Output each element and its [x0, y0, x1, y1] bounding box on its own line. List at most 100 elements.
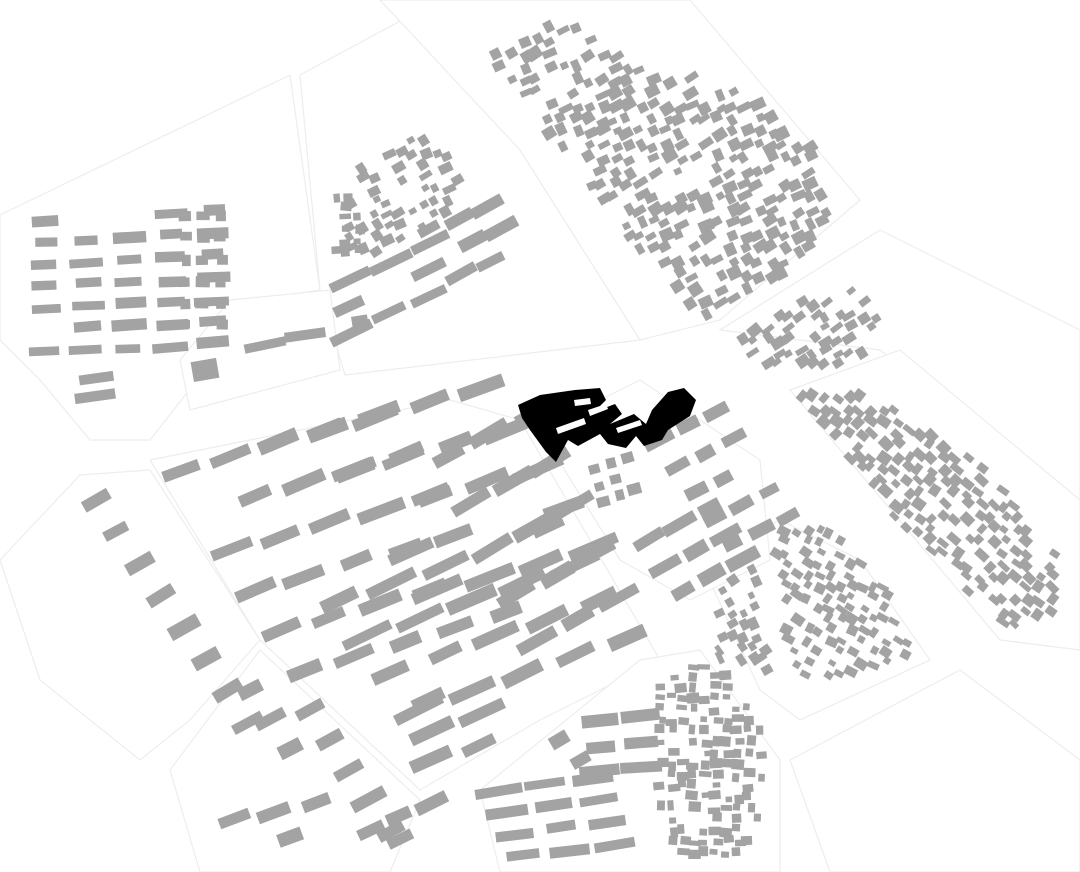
building: [843, 318, 859, 332]
building: [676, 154, 689, 166]
building: [731, 847, 741, 857]
building: [645, 112, 658, 125]
building: [410, 256, 447, 283]
building: [760, 355, 777, 371]
building: [569, 750, 592, 770]
building: [1046, 592, 1060, 606]
building: [733, 748, 742, 758]
building: [778, 231, 790, 242]
building: [696, 497, 723, 519]
building: [31, 303, 61, 315]
building: [286, 657, 324, 684]
building: [580, 48, 596, 64]
building: [623, 735, 659, 750]
building: [456, 228, 488, 254]
building: [747, 334, 758, 345]
building: [688, 724, 696, 735]
building: [438, 204, 453, 219]
building: [880, 588, 894, 602]
building: [506, 848, 540, 862]
building: [764, 225, 782, 241]
building: [556, 24, 571, 36]
building: [951, 545, 966, 561]
building: [746, 640, 758, 652]
building: [852, 656, 869, 672]
building: [381, 148, 397, 161]
building: [684, 99, 700, 111]
building: [339, 239, 351, 247]
building: [973, 472, 990, 488]
building: [677, 694, 690, 703]
building: [475, 250, 506, 273]
building: [389, 206, 406, 221]
building: [940, 474, 954, 488]
building: [307, 508, 351, 535]
building: [745, 321, 764, 339]
building: [936, 536, 950, 550]
building: [684, 272, 699, 284]
building: [800, 166, 816, 180]
building: [852, 449, 869, 466]
building: [831, 356, 845, 370]
building: [356, 170, 371, 184]
building: [596, 154, 611, 167]
building: [621, 221, 632, 231]
building: [618, 178, 633, 192]
building: [553, 111, 567, 124]
building: [182, 254, 191, 267]
building: [688, 254, 701, 268]
building: [180, 231, 192, 241]
building: [495, 827, 535, 843]
building: [647, 200, 665, 218]
building: [790, 567, 804, 580]
building: [976, 580, 989, 593]
building: [726, 136, 743, 153]
building: [709, 215, 723, 228]
building: [740, 122, 756, 137]
building: [887, 616, 900, 627]
building: [740, 166, 755, 180]
building: [854, 345, 869, 361]
building: [657, 239, 672, 254]
building: [583, 126, 599, 140]
building: [819, 321, 830, 331]
building: [571, 103, 584, 114]
building: [835, 636, 847, 646]
building: [416, 133, 431, 148]
building: [786, 178, 803, 193]
building: [698, 695, 710, 705]
building: [814, 213, 830, 228]
building: [798, 545, 813, 559]
building: [709, 692, 720, 701]
building: [344, 231, 355, 242]
building: [387, 536, 435, 567]
building: [488, 47, 503, 61]
building: [619, 111, 631, 124]
building: [858, 295, 872, 308]
building: [828, 427, 843, 441]
building: [832, 393, 845, 405]
building: [800, 239, 816, 253]
building: [482, 214, 520, 243]
building: [666, 692, 677, 698]
building: [178, 319, 191, 329]
building: [886, 464, 901, 477]
building: [820, 296, 834, 309]
building: [622, 138, 636, 152]
building: [782, 558, 793, 569]
building: [728, 153, 739, 163]
building: [753, 124, 768, 138]
building: [935, 545, 949, 558]
building: [572, 124, 585, 138]
building: [668, 835, 678, 846]
building: [587, 814, 627, 831]
building: [1001, 534, 1012, 545]
building: [699, 724, 709, 735]
building: [925, 513, 937, 525]
building: [579, 792, 619, 808]
building: [780, 150, 792, 163]
highlighted-building-layer: [518, 388, 696, 462]
building: [72, 300, 106, 311]
building: [351, 403, 399, 433]
building: [1030, 579, 1046, 594]
